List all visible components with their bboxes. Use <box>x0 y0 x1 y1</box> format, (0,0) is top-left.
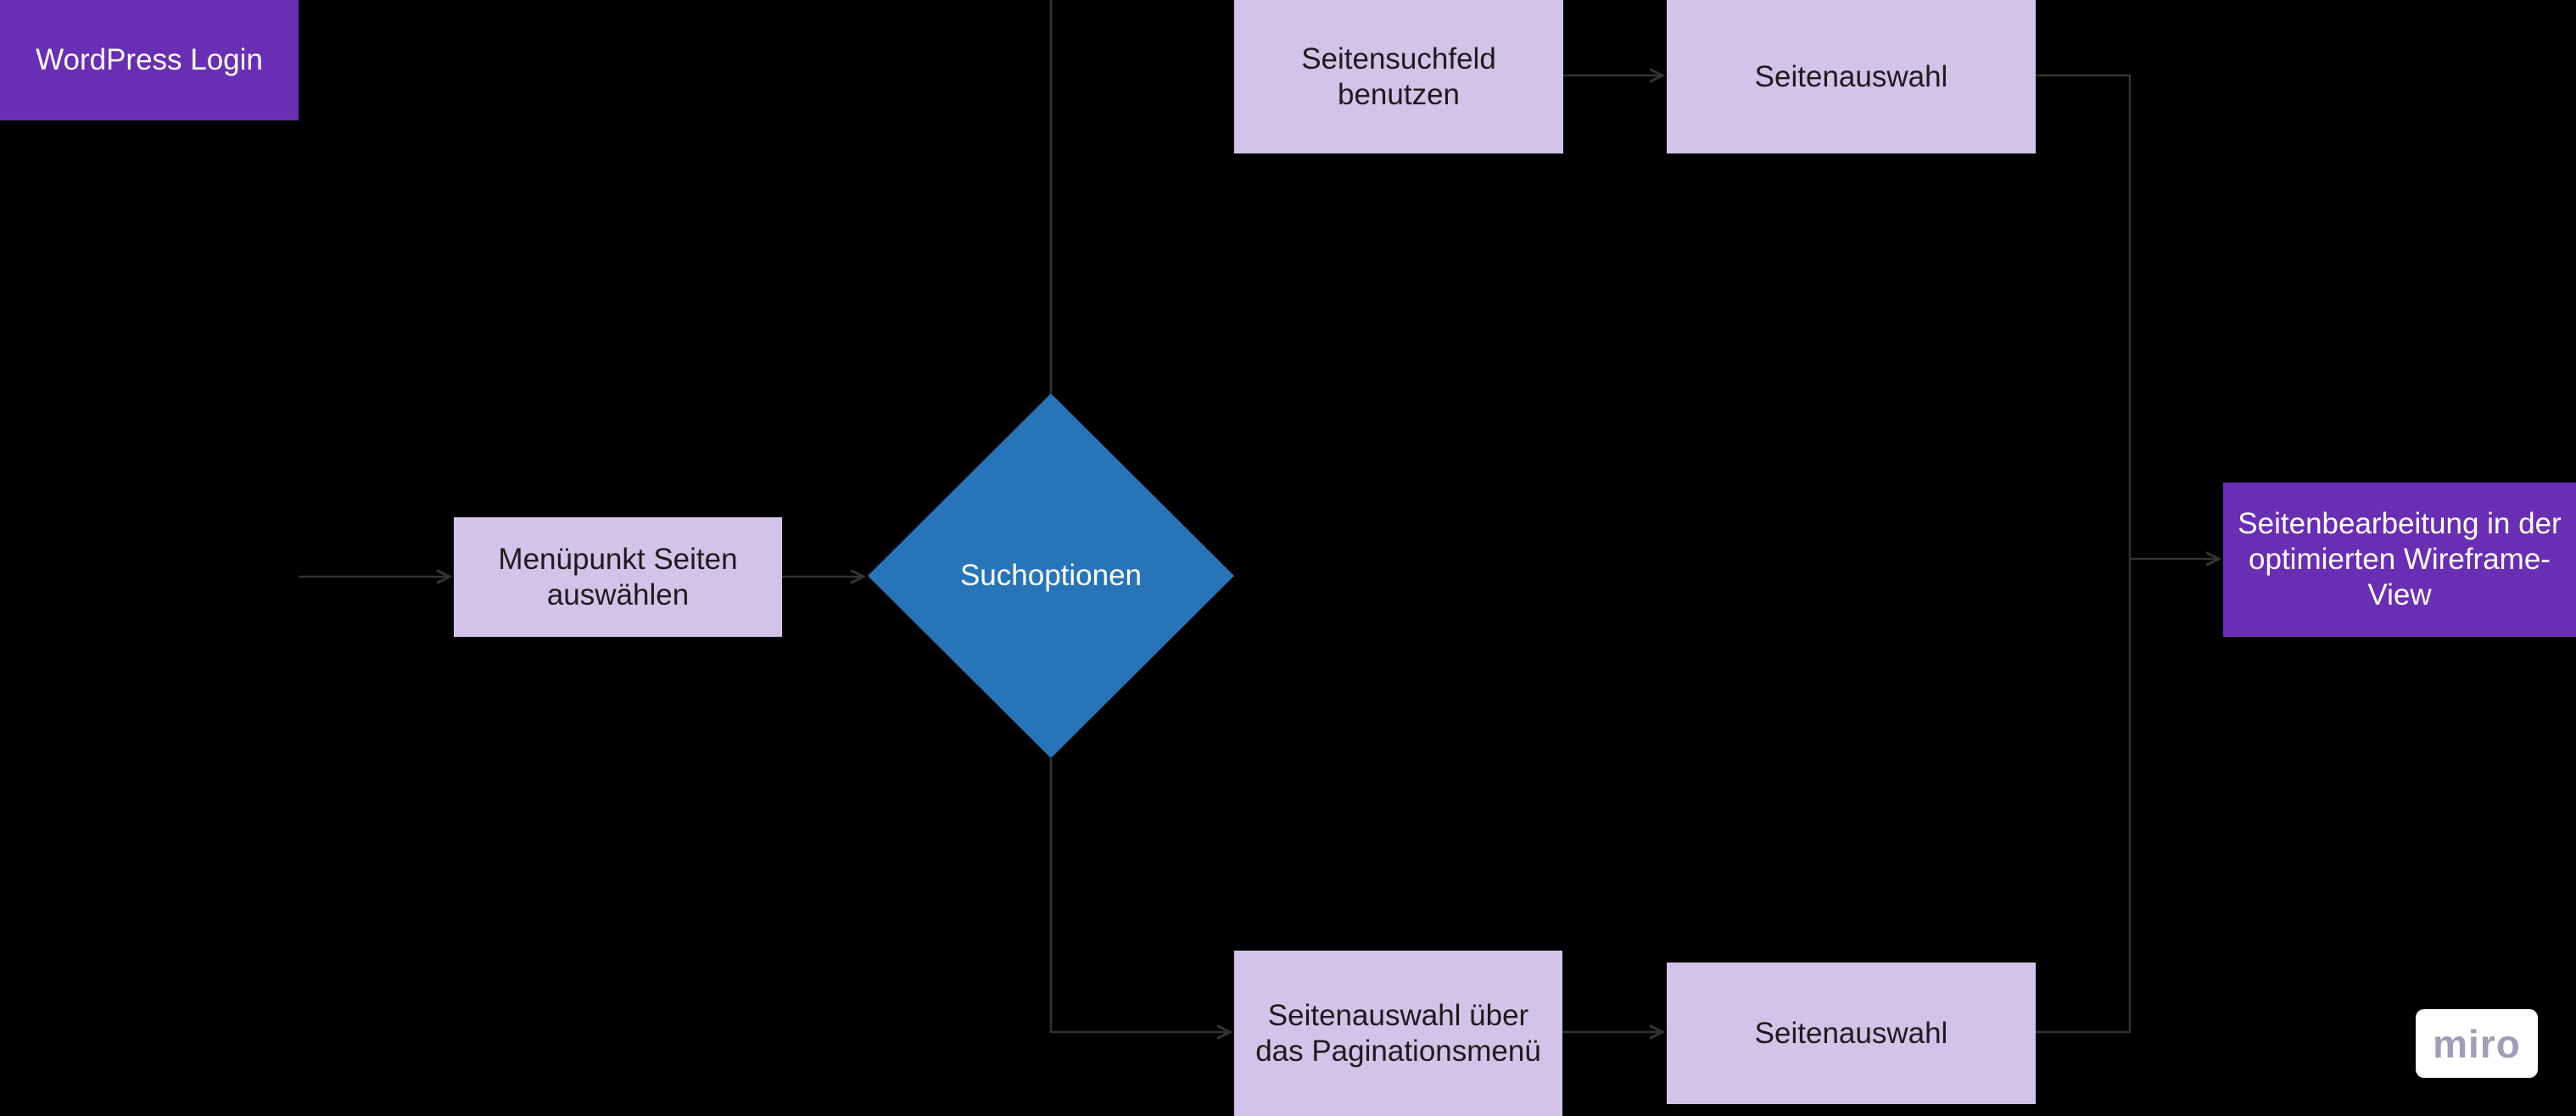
node-paginationsmenue[interactable]: Seitenauswahl über das Paginationsmenü <box>1234 951 1562 1116</box>
node-seitenauswahl-bottom-label: Seitenauswahl <box>1754 1016 1948 1050</box>
edge-seitenauswahl-bottom-to-merge[interactable] <box>2036 559 2132 1034</box>
node-seitenauswahl-bottom[interactable]: Seitenauswahl <box>1667 963 2036 1104</box>
edge-seitenauswahl-top-to-merge[interactable] <box>2036 74 2132 559</box>
node-seitensuchfeld[interactable]: Seitensuchfeld benutzen <box>1234 0 1563 153</box>
node-menupunkt-seiten[interactable]: Menüpunkt Seiten auswählen <box>454 517 782 637</box>
node-seitenauswahl-top-label: Seitenauswahl <box>1754 59 1948 93</box>
node-wordpress-login[interactable]: WordPress Login <box>0 0 299 120</box>
miro-logo-text: miro <box>2433 1021 2521 1066</box>
node-menupunkt-seiten-label: Menüpunkt Seiten auswählen <box>498 542 738 611</box>
edge-suchoptionen-to-pagination[interactable] <box>1049 758 1233 1040</box>
node-wireframe-view-label: Seitenbearbeitung in der optimierten Wir… <box>2238 507 2562 611</box>
node-paginationsmenue-label: Seitenauswahl über das Paginationsmenü <box>1255 998 1541 1068</box>
node-wireframe-view[interactable]: Seitenbearbeitung in der optimierten Wir… <box>2223 483 2576 637</box>
node-wordpress-login-label: WordPress Login <box>36 43 263 76</box>
node-suchoptionen-label: Suchoptionen <box>959 559 1143 592</box>
node-seitenauswahl-top[interactable]: Seitenauswahl <box>1667 0 2036 153</box>
miro-watermark: miro <box>2416 1009 2538 1078</box>
node-seitensuchfeld-label: Seitensuchfeld benutzen <box>1301 42 1496 111</box>
edge-suchoptionen-to-suchfeld[interactable] <box>1049 0 1230 393</box>
